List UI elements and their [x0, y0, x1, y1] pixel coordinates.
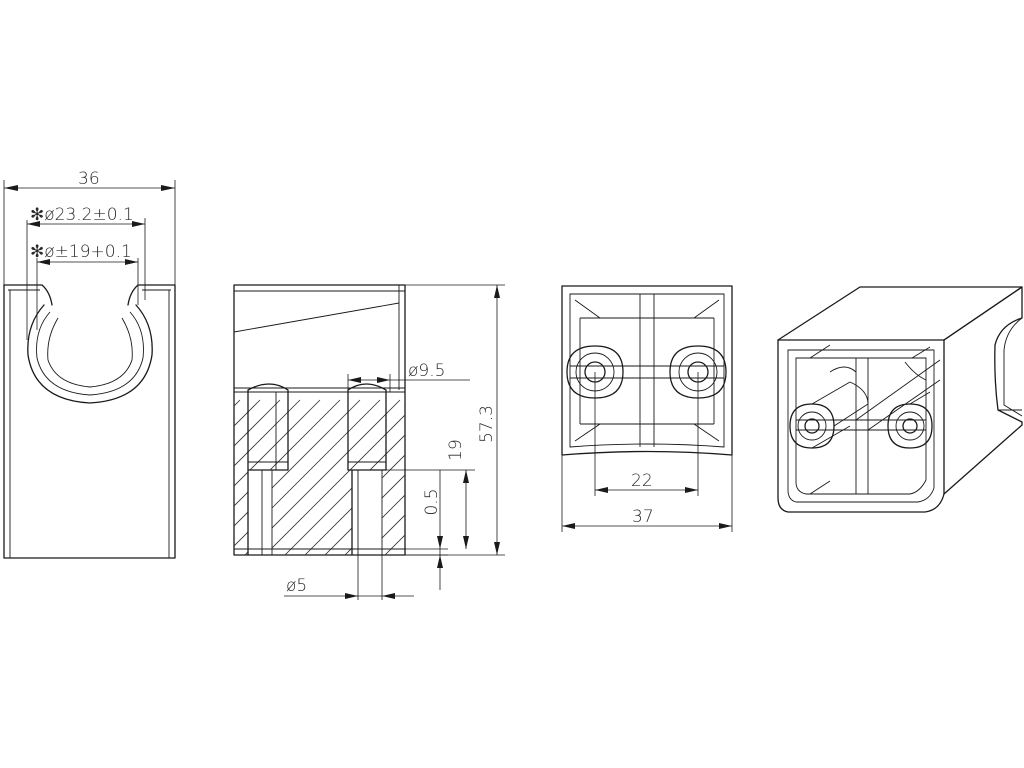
label-lower-hole: ø5 [286, 576, 307, 596]
section-hatching [234, 399, 405, 555]
label-total-height: 57.3 [477, 405, 497, 443]
label-bottom-gap: 0.5 [422, 488, 442, 515]
label-inner-bore: ✻ø±19+0.1 [30, 242, 132, 262]
dimension-bottom-gap: 0.5 [405, 470, 448, 590]
dimension-inner-bore: ✻ø±19+0.1 [30, 242, 139, 330]
dimension-lower-hole: ø5 [284, 555, 414, 600]
label-upper-hole: ø9.5 [408, 361, 445, 381]
front-view [3, 284, 176, 559]
dimension-upper-hole: ø9.5 [347, 361, 470, 392]
dimension-top-width: 37 [561, 455, 733, 532]
top-view [561, 285, 733, 456]
dimension-outer-bore: ✻ø23.2±0.1 [26, 205, 146, 340]
dimension-hole-depth: 19 [386, 439, 475, 549]
label-36: 36 [78, 169, 100, 189]
dimension-hole-spacing: 22 [594, 372, 699, 496]
label-top-width: 37 [632, 507, 654, 527]
dimension-36: 36 [3, 169, 176, 285]
isometric-view [777, 286, 1023, 513]
label-hole-spacing: 22 [631, 471, 653, 491]
label-outer-bore: ✻ø23.2±0.1 [30, 205, 134, 225]
label-hole-depth: 19 [446, 439, 466, 461]
dimension-total-height: 57.3 [405, 284, 505, 556]
